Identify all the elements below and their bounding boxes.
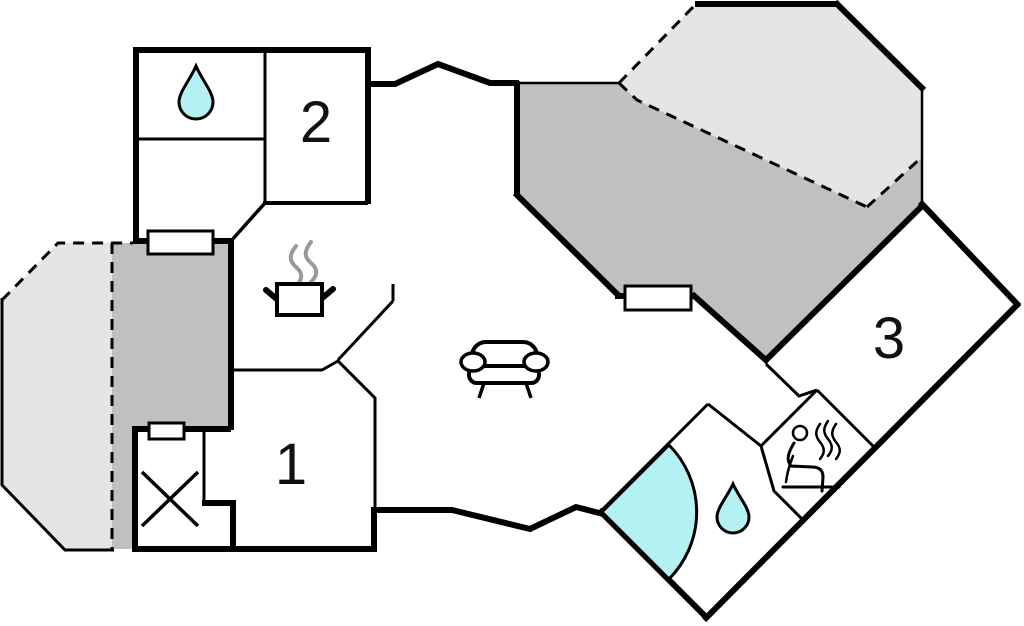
sofa-seat (467, 364, 541, 385)
sauna-person-arm (784, 454, 795, 484)
x-stroke-2 (140, 470, 200, 528)
room1-top-wall (233, 359, 377, 509)
thin-edges (0, 81, 924, 552)
sofa-leg-left (477, 382, 486, 399)
dashed-boundaries (0, 1, 924, 550)
outer-se-wall (701, 300, 1022, 623)
room1-step-wall (202, 500, 236, 551)
terrace-left-fill (112, 243, 231, 549)
sauna-person-body (786, 441, 825, 493)
sauna-steam-1 (815, 422, 825, 461)
bathroom-sauna-divider (759, 445, 805, 522)
covered-terrace-left-fill (2, 243, 112, 550)
covered-terrace-ne-wall (832, 0, 927, 93)
corner-bathtub-icon (599, 442, 699, 582)
sauna-steam-2 (823, 419, 833, 458)
dashed-top-right-edge (865, 155, 924, 209)
x-mark-icon (140, 470, 200, 528)
room3-top-right-wall (917, 199, 1022, 309)
sauna-person-icon (781, 419, 841, 493)
area-fills (2, 3, 922, 550)
sofa-armrest-left (459, 351, 487, 373)
room3-upper-left-wall (761, 202, 926, 365)
door-storage (147, 421, 186, 441)
bathroom-water-drop-icon (715, 480, 751, 535)
room-3-label: 3 (873, 306, 905, 371)
exterior-walls (132, 0, 1022, 623)
sofa-icon (459, 340, 550, 399)
doors (146, 229, 693, 441)
sauna-steam-3 (831, 422, 841, 461)
dashed-top-long-edge (617, 81, 868, 209)
room2-outline (133, 47, 371, 244)
entry-zigzag-wall (366, 60, 519, 87)
dashed-left-terrace (0, 241, 133, 302)
sauna-upper-right-wall (815, 388, 877, 450)
interior-walls (136, 49, 877, 522)
bathroom-upper-right-wall (707, 402, 762, 448)
door-hall (146, 229, 215, 256)
left-terrace-outer-edge (0, 298, 114, 552)
door-terrace (623, 284, 693, 312)
room-2-label: 2 (300, 90, 332, 155)
ensuite-water-drop-icon (177, 62, 215, 121)
covered-terrace-top-fill (619, 3, 922, 207)
sauna-person-head (791, 424, 809, 442)
terrace-se-wall (689, 291, 771, 365)
sofa-armrest-right (522, 351, 550, 373)
hall-door-stub (764, 362, 818, 398)
living-bottom-wall (371, 503, 604, 533)
sofa-leg-right (524, 382, 533, 399)
sauna-upper-left-wall (759, 388, 819, 448)
room-1-label: 1 (275, 432, 307, 497)
kitchen-counter-wall (336, 299, 395, 362)
cooking-pot-steam-icon (263, 240, 336, 317)
terrace-sw-wall (512, 190, 622, 299)
room2-diagonal-wall (229, 201, 267, 243)
pot-body (275, 282, 324, 317)
room-labels: 2 1 3 (275, 90, 905, 497)
